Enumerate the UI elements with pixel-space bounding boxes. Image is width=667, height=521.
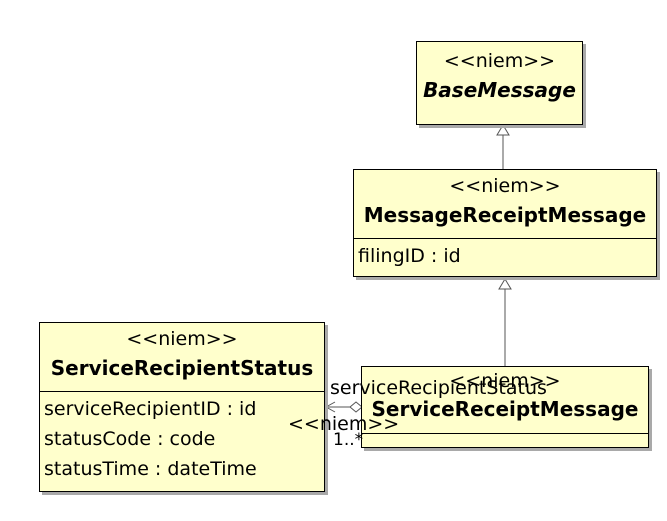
class-base-message[interactable]: <<niem>> BaseMessage — [416, 41, 583, 125]
attribute: serviceRecipientID : id — [44, 398, 257, 420]
class-service-recipient-status[interactable]: <<niem>> ServiceRecipientStatus serviceR… — [39, 322, 325, 492]
stereotype-label: <<niem>> — [449, 175, 561, 197]
attribute-compartment: serviceRecipientID : id statusCode : cod… — [40, 391, 324, 486]
association-role-label: serviceRecipientStatus — [330, 377, 547, 399]
attribute: statusTime : dateTime — [44, 458, 257, 480]
class-service-receipt-message[interactable]: <<niem>> ServiceReceiptMessage — [361, 366, 649, 448]
class-header: <<niem>> BaseMessage — [417, 42, 582, 103]
class-header: <<niem>> ServiceRecipientStatus — [40, 323, 324, 391]
class-header: <<niem>> ServiceReceiptMessage — [362, 367, 648, 433]
stereotype-label: <<niem>> — [449, 370, 561, 392]
attribute-compartment — [362, 433, 648, 434]
class-name: BaseMessage — [423, 78, 576, 102]
attribute-compartment: filingID : id — [354, 238, 656, 273]
class-header: <<niem>> MessageReceiptMessage — [354, 170, 656, 238]
generalization-arrowhead-1 — [496, 124, 510, 136]
association-multiplicity-label: 1..* — [333, 430, 364, 450]
association-arrowhead — [324, 401, 336, 413]
stereotype-label: <<niem>> — [126, 328, 238, 350]
class-name: ServiceReceiptMessage — [371, 397, 639, 421]
stereotype-label: <<niem>> — [443, 50, 556, 72]
class-name: MessageReceiptMessage — [363, 203, 647, 227]
attribute: filingID : id — [358, 245, 461, 267]
generalization-arrowhead-2 — [498, 278, 512, 290]
class-name: ServiceRecipientStatus — [50, 356, 314, 380]
class-message-receipt-message[interactable]: <<niem>> MessageReceiptMessage filingID … — [353, 169, 657, 277]
association-stereotype-label: <<niem>> — [288, 413, 400, 435]
aggregation-diamond — [349, 401, 363, 413]
attribute: statusCode : code — [44, 428, 216, 450]
